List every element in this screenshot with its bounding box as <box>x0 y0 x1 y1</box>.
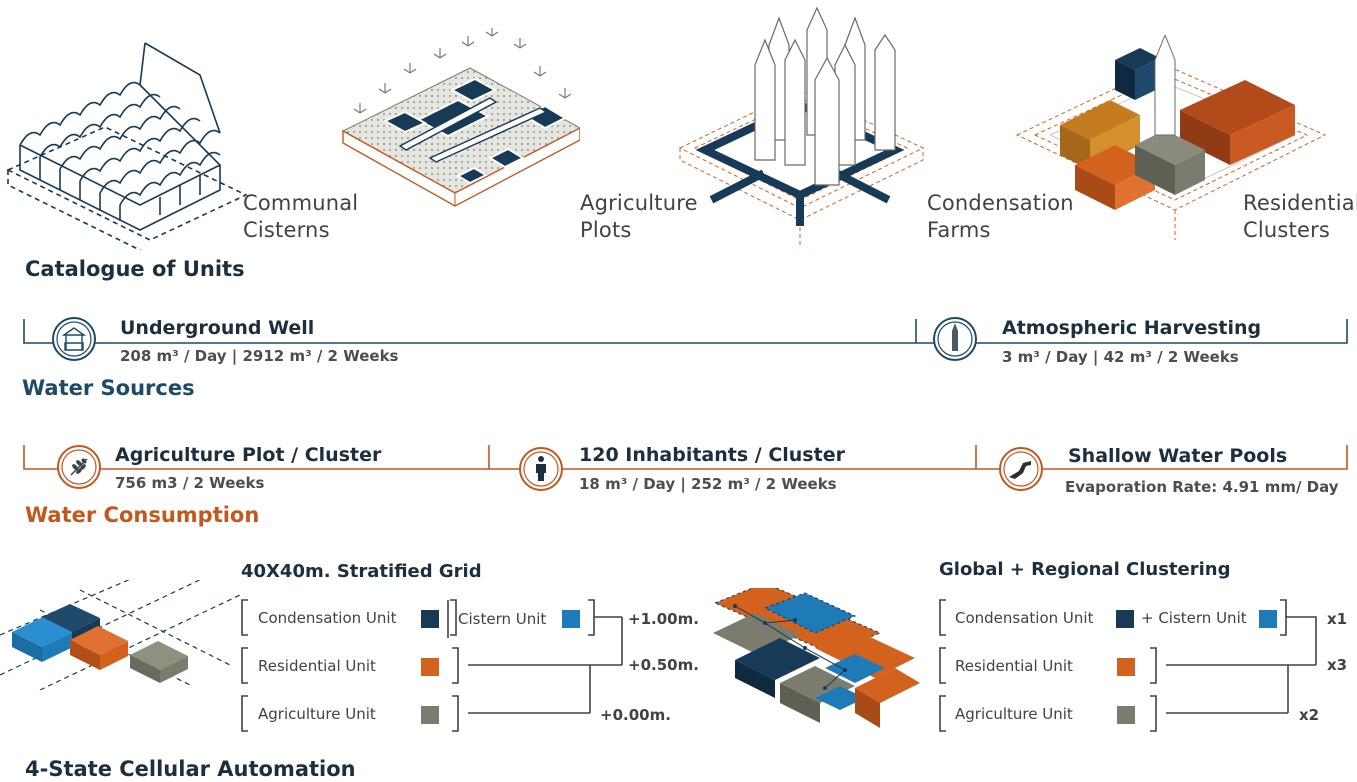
legend-divider <box>447 600 449 638</box>
person-icon <box>523 451 559 487</box>
consumption-sub: 756 m3 / 2 Weeks <box>115 474 265 492</box>
unit-label-condensation-farms: Condensation Farms <box>927 190 1074 244</box>
level-label: +0.00m. <box>600 706 671 724</box>
legend-cistern-label: Cistern Unit <box>458 610 547 628</box>
water-consumption-timeline <box>23 445 1348 470</box>
unit-label-line: Communal <box>243 191 359 215</box>
unit-label-line: Condensation <box>927 191 1074 215</box>
water-consumption-title: Water Consumption <box>25 503 260 527</box>
consumption-title: Agriculture Plot / Cluster <box>115 444 382 466</box>
stratified-grid-illustration <box>0 580 240 690</box>
communal-cisterns-illustration <box>6 42 248 250</box>
legend-agriculture-label: Agriculture Unit <box>258 705 376 723</box>
wheat-icon-circle <box>57 445 101 489</box>
agriculture-plots-illustration <box>341 28 580 207</box>
unit-label-line: Clusters <box>1243 218 1331 242</box>
residential-clusters-illustration <box>1015 35 1327 240</box>
cistern-swatch <box>562 610 580 628</box>
unit-label-agriculture-plots: Agriculture Plots <box>580 190 698 244</box>
catalogue-title: Catalogue of Units <box>25 257 245 281</box>
condensation-swatch <box>421 610 439 628</box>
pool-icon <box>1003 451 1039 487</box>
well-icon-circle <box>52 317 96 361</box>
cluster-cistern-label: + Cistern Unit <box>1141 609 1247 627</box>
consumption-sub: 18 m³ / Day | 252 m³ / 2 Weeks <box>579 475 837 493</box>
cluster-condensation-swatch <box>1116 610 1134 628</box>
condensation-tower-icon-circle <box>933 317 977 361</box>
level-label: +1.00m. <box>628 610 699 628</box>
well-icon <box>56 321 92 357</box>
wheat-icon <box>61 449 97 485</box>
water-sources-timeline <box>23 319 1348 344</box>
unit-label-line: Farms <box>927 218 991 242</box>
cluster-residential-label: Residential Unit <box>955 657 1073 675</box>
consumption-title: 120 Inhabitants / Cluster <box>579 444 845 466</box>
water-source-sub: 208 m³ / Day | 2912 m³ / 2 Weeks <box>120 347 399 365</box>
cluster-residential-swatch <box>1117 658 1135 676</box>
water-sources-title: Water Sources <box>22 376 195 400</box>
cluster-agriculture-label: Agriculture Unit <box>955 705 1073 723</box>
level-label: +0.50m. <box>628 656 699 674</box>
clustering-illustration <box>713 588 920 728</box>
unit-label-line: Cisterns <box>243 218 330 242</box>
cluster-agriculture-swatch <box>1117 706 1135 724</box>
unit-label-line: Residential <box>1243 191 1357 215</box>
cluster-condensation-label: Condensation Unit <box>955 609 1094 627</box>
water-source-title: Atmospheric Harvesting <box>1002 317 1262 339</box>
unit-label-residential-clusters: Residential Clusters <box>1243 190 1357 244</box>
cluster-legend-brackets <box>939 599 1317 732</box>
legend-condensation-label: Condensation Unit <box>258 609 397 627</box>
consumption-title: Shallow Water Pools <box>1068 445 1288 467</box>
cluster-legend-title: Global + Regional Clustering <box>939 559 1231 580</box>
condensation-tower-icon <box>937 321 973 357</box>
grid-legend-brackets <box>241 599 623 732</box>
legend-residential-label: Residential Unit <box>258 657 376 675</box>
multiplier-label: x2 <box>1299 706 1320 724</box>
unit-label-line: Plots <box>580 218 632 242</box>
multiplier-label: x3 <box>1327 656 1348 674</box>
grid-legend-title: 40X40m. Stratified Grid <box>241 561 482 582</box>
automation-title: 4-State Cellular Automation <box>25 757 356 781</box>
residential-swatch <box>421 658 439 676</box>
cluster-cistern-swatch <box>1259 610 1277 628</box>
consumption-sub: Evaporation Rate: 4.91 mm/ Day <box>1065 478 1339 496</box>
condensation-farms-illustration <box>678 6 925 245</box>
unit-label-line: Agriculture <box>580 191 698 215</box>
person-icon-circle <box>519 447 563 491</box>
pool-icon-circle <box>999 447 1043 491</box>
multiplier-label: x1 <box>1327 610 1348 628</box>
water-source-title: Underground Well <box>120 317 315 339</box>
unit-label-communal-cisterns: Communal Cisterns <box>243 190 358 244</box>
water-source-sub: 3 m³ / Day | 42 m³ / 2 Weeks <box>1002 348 1239 366</box>
agriculture-swatch <box>421 706 439 724</box>
